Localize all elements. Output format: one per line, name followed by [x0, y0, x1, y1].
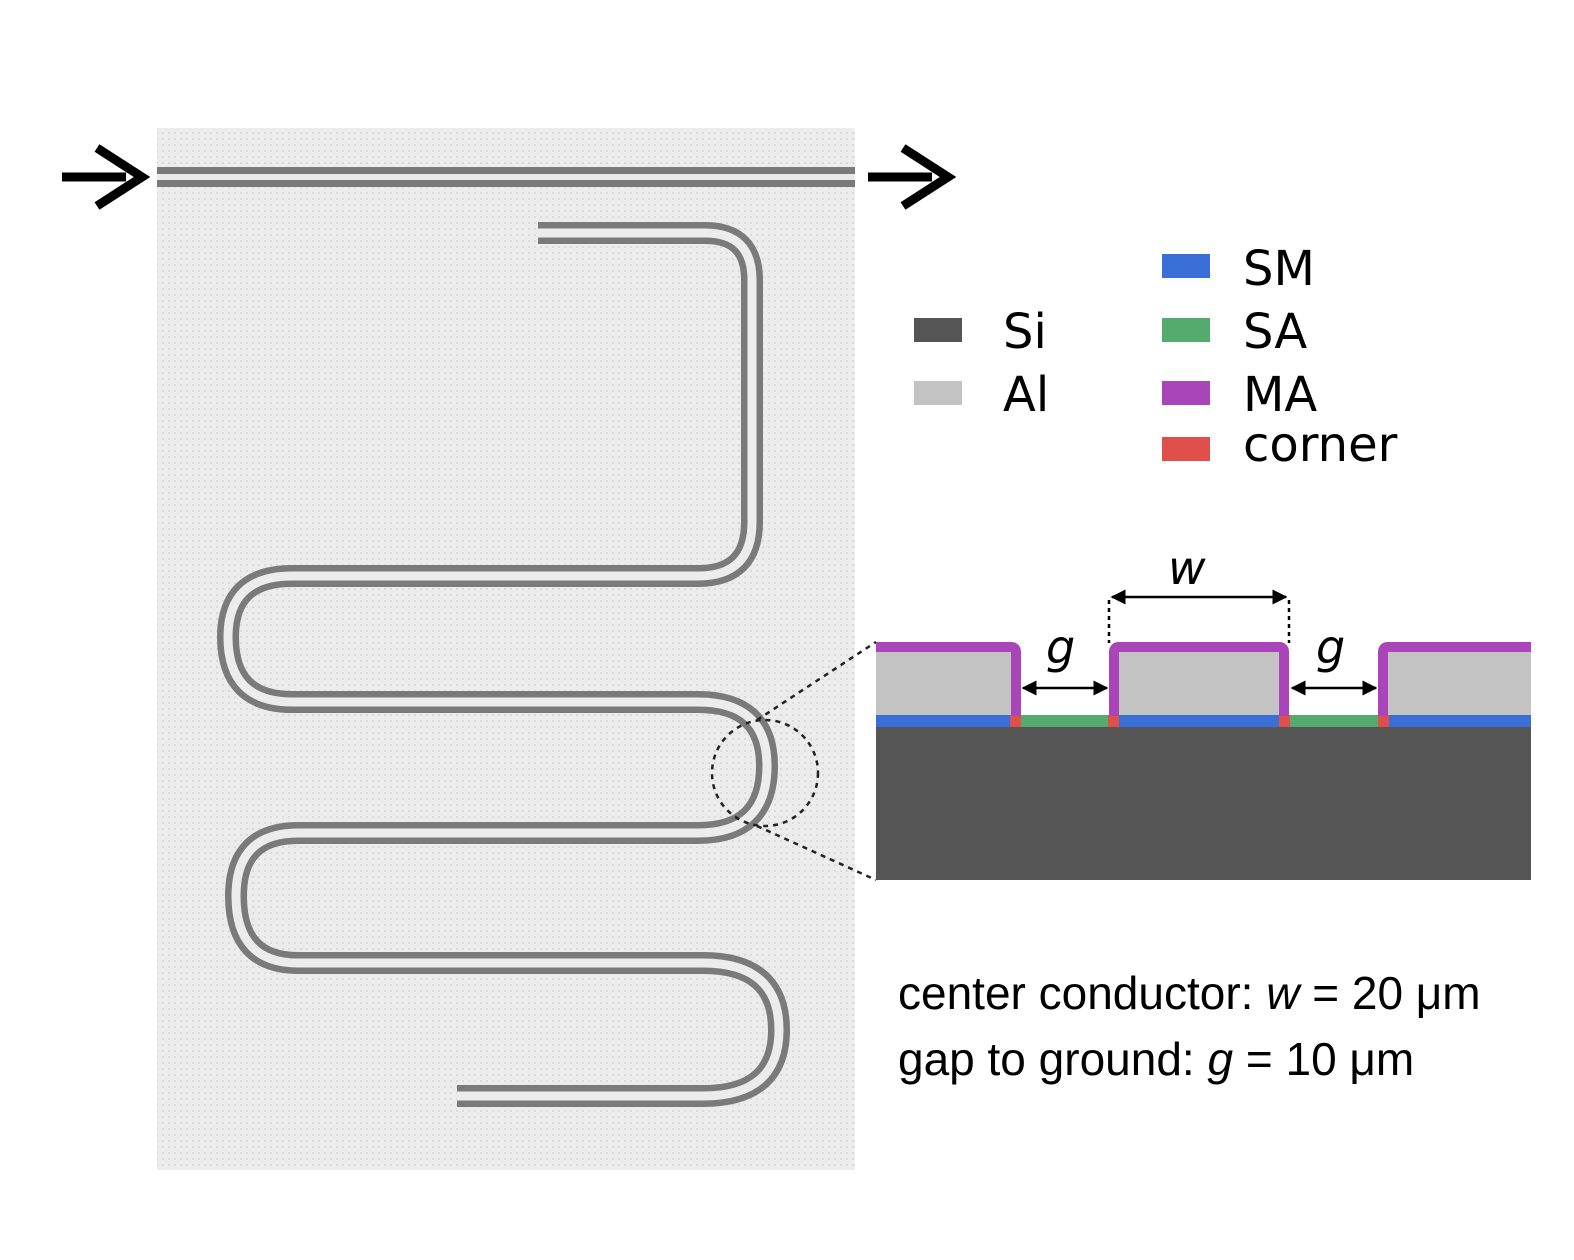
corner-1: [1010, 715, 1021, 727]
ma-interface-center: [1109, 642, 1289, 716]
legend-swatch-si: [914, 318, 962, 342]
legend-swatch-sa: [1162, 318, 1210, 342]
chip-background: [157, 128, 855, 1170]
legend-swatch-sm: [1162, 254, 1210, 278]
corner-4: [1378, 715, 1389, 727]
zoom-line-top: [756, 640, 877, 722]
center-conductor-value: = 20 μm: [1299, 967, 1481, 1019]
zoom-line-bottom: [756, 824, 877, 882]
sm-interface-center: [1119, 715, 1279, 727]
meander-resonator: [217, 222, 790, 1107]
chip-micrograph: [157, 128, 877, 1170]
legend-label-si: Si: [1003, 304, 1047, 360]
g-label-left: g: [1046, 620, 1075, 674]
gap-to-ground-prefix: gap to ground:: [898, 1033, 1208, 1085]
legend-swatch-ma: [1162, 381, 1210, 405]
corner-2: [1108, 715, 1119, 727]
corner-3: [1279, 715, 1290, 727]
sa-interface-right-gap: [1290, 715, 1378, 727]
center-conductor-symbol: w: [1266, 967, 1300, 1019]
legend-swatch-corner: [1162, 437, 1210, 461]
legend-label-ma: MA: [1243, 367, 1317, 423]
g-label-right: g: [1316, 620, 1345, 674]
si-substrate: [876, 727, 1531, 880]
legend-label-al: Al: [1003, 367, 1049, 423]
w-label: w: [1168, 541, 1206, 595]
center-conductor-note: center conductor: w = 20 μm: [898, 966, 1481, 1020]
ma-interface-right: [1378, 642, 1531, 716]
legend-label-sa: SA: [1243, 304, 1307, 360]
zoom-circle: [710, 718, 820, 828]
ma-interface-left: [876, 642, 1021, 716]
output-arrow: [868, 144, 957, 210]
gap-to-ground-value: = 10 μm: [1233, 1033, 1415, 1085]
legend-swatch-al: [914, 381, 962, 405]
ground-plane-right: [1383, 647, 1531, 715]
sm-interface-left: [876, 715, 1014, 727]
gap-to-ground-symbol: g: [1207, 1033, 1234, 1085]
legend-label-corner: corner: [1243, 417, 1398, 473]
cross-section: w g g: [876, 541, 1531, 880]
gap-to-ground-note: gap to ground: g = 10 μm: [898, 1032, 1414, 1086]
center-conductor: [1114, 647, 1284, 715]
input-arrow: [62, 144, 151, 210]
ground-plane-left: [876, 647, 1014, 715]
legend-label-sm: SM: [1243, 241, 1315, 297]
center-conductor-prefix: center conductor:: [898, 967, 1267, 1019]
legend: Si Al SM SA MA corner: [914, 241, 1398, 473]
sa-interface-left-gap: [1021, 715, 1109, 727]
sm-interface-right: [1388, 715, 1531, 727]
